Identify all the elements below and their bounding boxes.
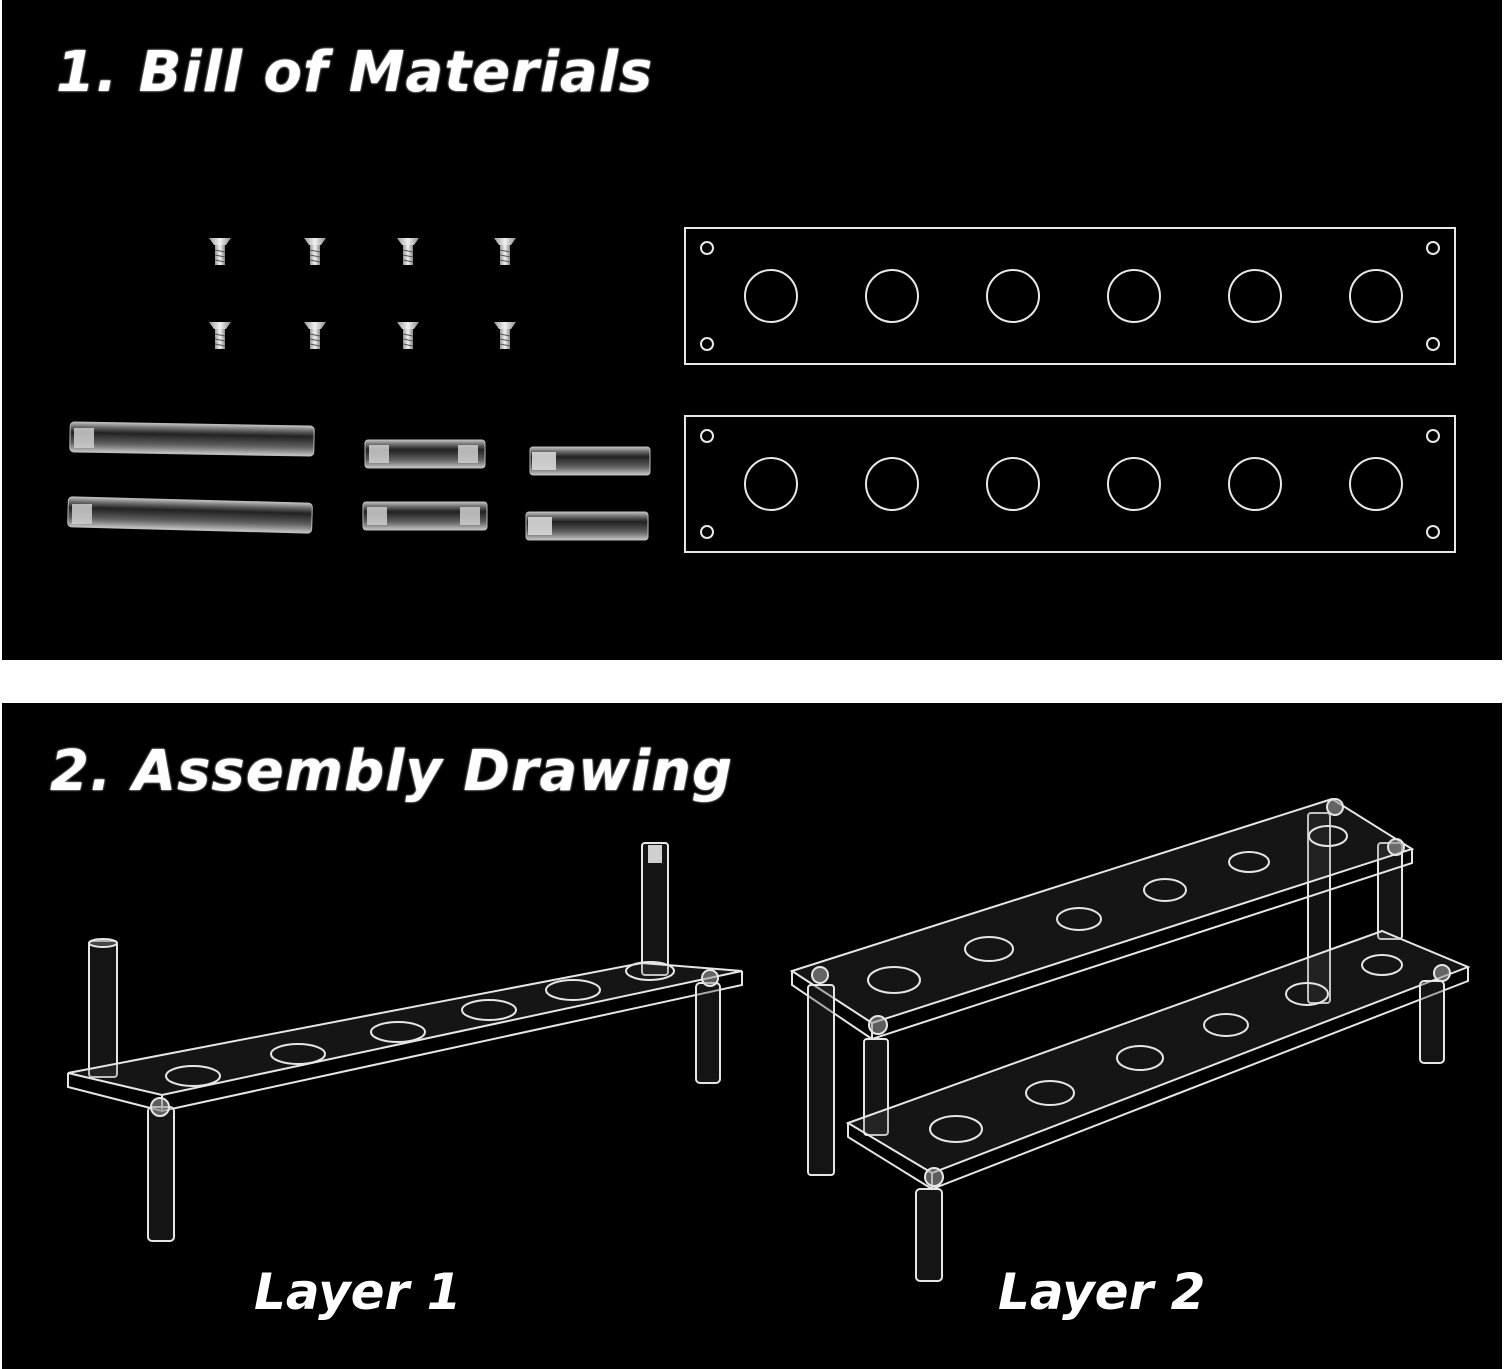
screw xyxy=(303,237,327,266)
layer1-assembly xyxy=(67,842,743,1242)
long-rod xyxy=(67,496,313,534)
screw xyxy=(208,321,232,350)
short-rod xyxy=(529,446,651,476)
layer2-label: Layer 2 xyxy=(998,1263,1206,1321)
screw xyxy=(303,321,327,350)
assembly-drawing-title: 2. Assembly Drawing xyxy=(50,739,734,804)
screw xyxy=(396,237,420,266)
layer1-label: Layer 1 xyxy=(254,1263,462,1321)
shelf-panel xyxy=(684,227,1456,365)
materials-illustration xyxy=(67,227,1456,553)
short-rod xyxy=(525,511,649,541)
bill-of-materials-title: 1. Bill of Materials xyxy=(56,40,654,105)
long-rod xyxy=(69,421,315,457)
assembly-drawing-panel: 2. Assembly Drawing xyxy=(2,703,1502,1369)
shelf-panel xyxy=(684,415,1456,553)
assembly-illustration xyxy=(67,797,1471,1282)
screw xyxy=(493,237,517,266)
medium-rod xyxy=(362,501,488,531)
screw xyxy=(396,321,420,350)
bill-of-materials-panel: 1. Bill of Materials xyxy=(2,0,1502,660)
screw xyxy=(493,321,517,350)
medium-rod xyxy=(364,439,486,469)
screw xyxy=(208,237,232,266)
layer2-assembly xyxy=(789,797,1471,1282)
